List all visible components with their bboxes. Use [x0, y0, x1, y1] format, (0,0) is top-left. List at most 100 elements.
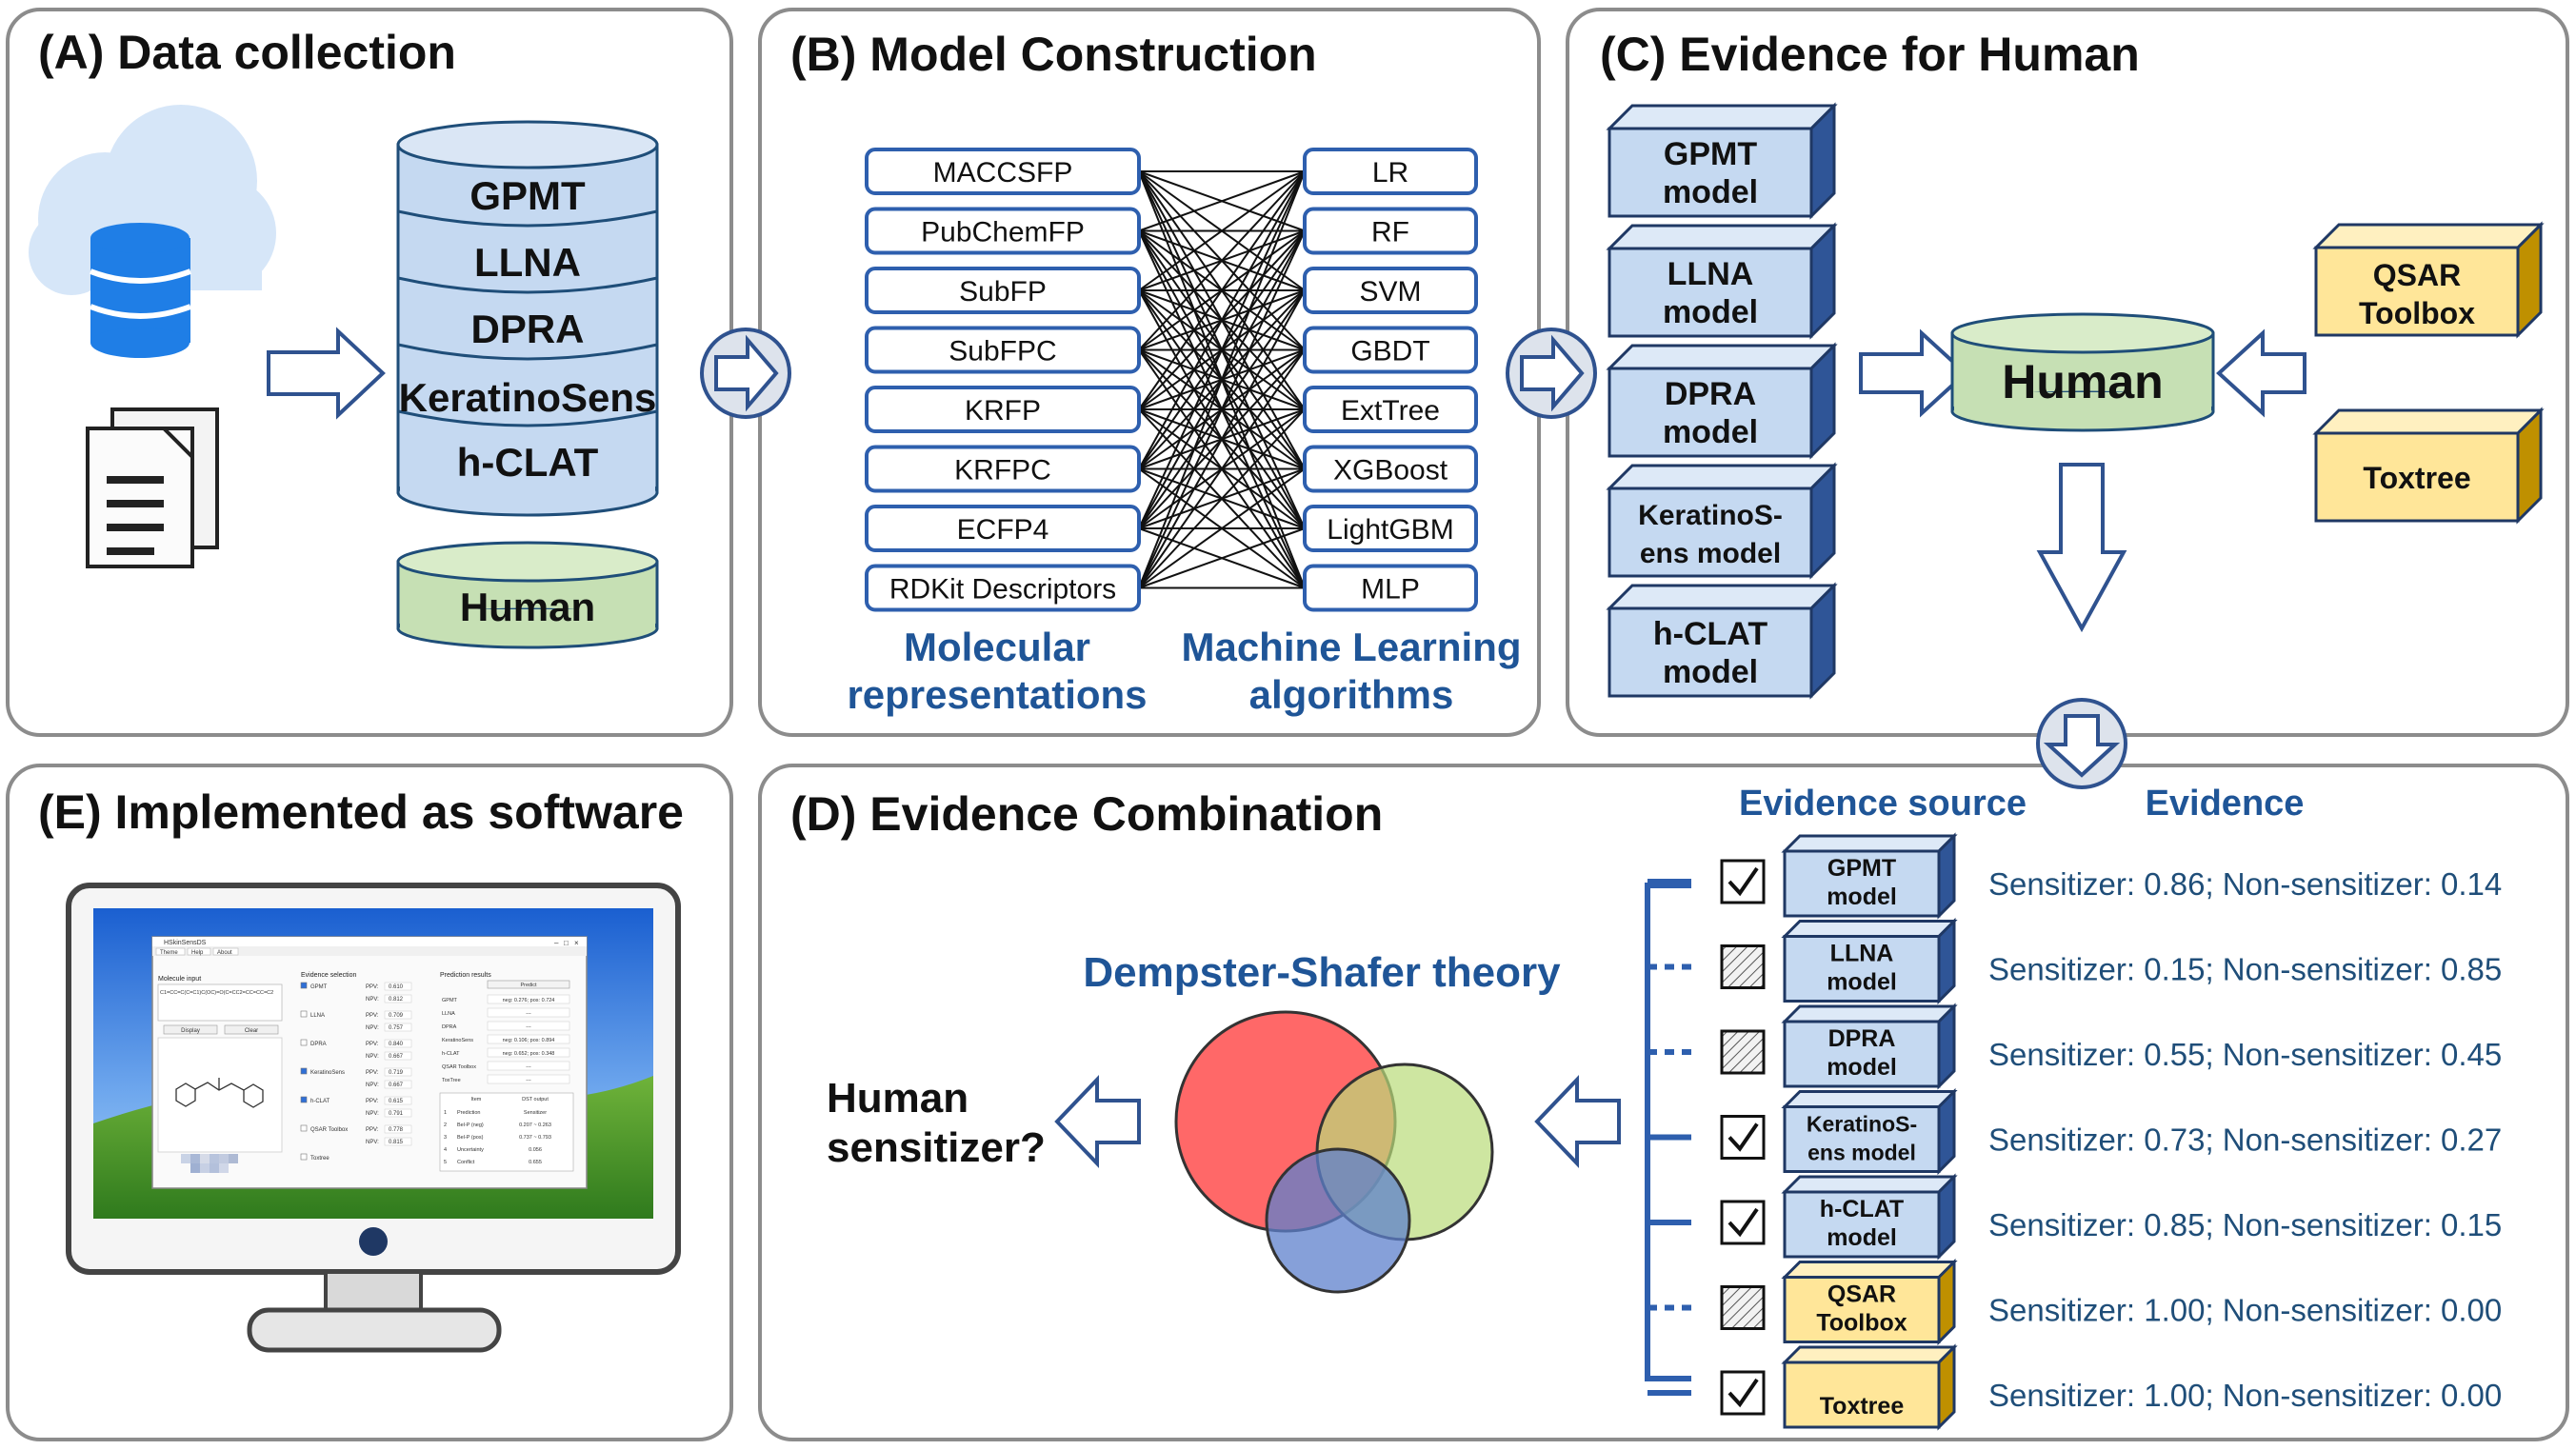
checkbox-checked[interactable]	[1720, 1370, 1766, 1416]
metric-name: NPV:	[366, 1140, 379, 1145]
metric-value: 0.812	[389, 997, 404, 1003]
algorithm-label: RF	[1371, 217, 1409, 248]
evidence-source-label: LLNA	[1830, 941, 1894, 967]
metric-value: 0.709	[389, 1013, 404, 1019]
dst-output: Sensitizer	[524, 1110, 547, 1116]
menu-theme[interactable]	[155, 947, 186, 956]
pred-name: DPRA	[442, 1024, 457, 1030]
box-front	[1783, 849, 1941, 918]
evidence-source-label: h-CLAT	[1820, 1196, 1904, 1222]
metric-field	[384, 1039, 412, 1048]
pred-value: ---	[526, 1011, 531, 1017]
algorithm-label: LR	[1372, 157, 1408, 189]
pred-value: ---	[526, 1064, 531, 1070]
evidence-checkbox[interactable]	[300, 1124, 308, 1132]
checkbox-unchecked[interactable]	[1720, 1029, 1766, 1075]
metric-field	[384, 1051, 412, 1061]
evidence-source-label: GPMT	[1827, 855, 1896, 882]
window-maximize-icon[interactable]: □	[564, 939, 569, 947]
dst-output: 0.056	[529, 1147, 542, 1153]
panel-b-title: (B) Model Construction	[790, 28, 1317, 81]
arrow-right-icon	[1859, 328, 1968, 418]
dst-item: Bel-P (neg)	[457, 1122, 484, 1128]
box-side	[1937, 1258, 1956, 1346]
pred-field	[487, 1021, 570, 1031]
circle-arrow-icon	[700, 328, 791, 419]
display-button[interactable]	[163, 1024, 218, 1035]
clear-button-label: Clear	[245, 1028, 258, 1034]
menu-help[interactable]	[187, 947, 211, 956]
evidence-value: Sensitizer: 0.85; Non-sensitizer: 0.15	[1988, 1207, 2502, 1242]
representation-box	[865, 148, 1141, 195]
metric-value: 0.610	[389, 984, 404, 990]
dst-index: 2	[444, 1122, 447, 1128]
model-label: model	[1663, 294, 1758, 330]
window-close-icon[interactable]: ×	[574, 939, 579, 947]
bracket-line	[1645, 883, 1691, 1381]
algorithm-box	[1303, 445, 1478, 493]
documents-icon	[86, 407, 219, 568]
dataset-label: KeratinoSens	[399, 375, 657, 420]
evidence-checkbox[interactable]	[300, 1096, 308, 1103]
metric-field	[384, 1023, 412, 1032]
box-top	[1606, 344, 1838, 370]
dst-output: 0.737 ~ 0.793	[519, 1135, 551, 1141]
algorithm-label: XGBoost	[1333, 455, 1448, 487]
evidence-source-label: Toolbox	[1816, 1310, 1907, 1337]
metric-name: NPV:	[366, 1083, 379, 1088]
box-front	[2314, 246, 2520, 337]
metric-name: NPV:	[366, 1025, 379, 1031]
clear-button[interactable]	[224, 1024, 279, 1035]
arrow-left-icon	[1534, 1075, 1621, 1168]
algorithm-label: ExtTree	[1341, 395, 1440, 427]
evidence-value: Sensitizer: 0.55; Non-sensitizer: 0.45	[1988, 1037, 2502, 1072]
dst-output: 0.655	[529, 1160, 542, 1165]
evidence-value: Sensitizer: 1.00; Non-sensitizer: 0.00	[1988, 1378, 2502, 1413]
metric-name: PPV:	[366, 1013, 379, 1019]
checkbox-unchecked[interactable]	[1720, 1285, 1766, 1330]
box-front	[1783, 1105, 1941, 1173]
checkbox-checked[interactable]	[1720, 859, 1766, 904]
box-top	[1781, 834, 1958, 853]
evidence-checkbox[interactable]	[300, 1039, 308, 1046]
pred-name: KeratinoSens	[442, 1038, 473, 1043]
smiles-input[interactable]	[157, 983, 283, 1022]
evidence-checkbox[interactable]	[300, 1067, 308, 1075]
model-label: LLNA	[1667, 256, 1754, 292]
window-minimize-icon[interactable]: –	[554, 939, 559, 947]
evidence-checkbox[interactable]	[300, 982, 308, 989]
evidence-source-label: KeratinoS-	[1807, 1112, 1917, 1137]
evidence-checkbox[interactable]	[300, 1010, 308, 1018]
checkbox-checked[interactable]	[1720, 1200, 1766, 1245]
evidence-item-label: DPRA	[310, 1042, 327, 1047]
box-front	[1783, 1020, 1941, 1088]
check-icon	[1727, 1122, 1759, 1152]
checkbox-unchecked[interactable]	[1720, 944, 1766, 989]
menu-help-label: Help	[191, 950, 204, 956]
pixelated-region	[181, 1154, 238, 1173]
human-label-a: Human	[460, 585, 595, 629]
dst-item: Prediction	[457, 1110, 480, 1116]
human-database-a	[396, 541, 659, 649]
evidence-item-label: h-CLAT	[310, 1099, 330, 1104]
box-top	[1781, 1261, 1958, 1279]
check-icon	[1727, 1207, 1759, 1238]
box-front	[1783, 1190, 1941, 1259]
metric-field	[384, 1137, 412, 1146]
evidence-source-header: Evidence source	[1739, 784, 2027, 824]
pred-name: GPMT	[442, 998, 458, 1003]
metric-name: PPV:	[366, 984, 379, 990]
external-label: Toxtree	[2363, 461, 2470, 495]
evidence-checkbox[interactable]	[300, 1153, 308, 1161]
predict-button[interactable]	[487, 980, 570, 989]
box-top	[2312, 408, 2545, 435]
metric-field	[384, 1067, 412, 1077]
representation-box	[865, 267, 1141, 314]
evidence-value: Sensitizer: 0.15; Non-sensitizer: 0.85	[1988, 952, 2502, 987]
menu-about[interactable]	[212, 947, 239, 956]
metric-name: PPV:	[366, 1127, 379, 1133]
checkbox-box	[1720, 1370, 1766, 1416]
checkbox-checked[interactable]	[1720, 1115, 1766, 1160]
